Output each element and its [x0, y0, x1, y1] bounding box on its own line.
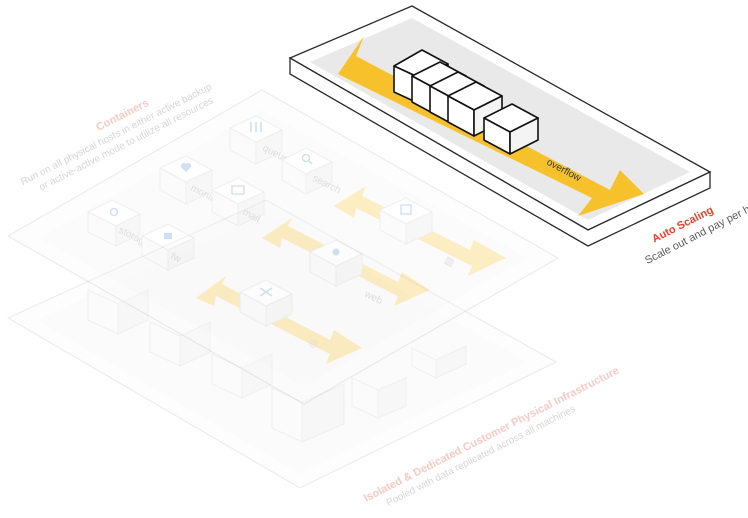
- physical-host: [211, 353, 273, 399]
- service-block-mail: mail: [210, 177, 266, 227]
- auto-scaling-layer: overflow: [288, 5, 712, 247]
- containers-inner-plate: [38, 110, 528, 386]
- gear-icon: [332, 248, 340, 256]
- lock-icon: [164, 233, 172, 239]
- magnifier-icon: [301, 153, 313, 165]
- container-block-new: [483, 103, 539, 155]
- heart-icon: [180, 163, 192, 172]
- physical-host: [87, 289, 149, 335]
- bars-icon: [250, 122, 262, 132]
- overflow-arrow: [338, 36, 644, 216]
- service-block-db: [378, 197, 434, 245]
- service-block-lb: [238, 279, 294, 327]
- distribution-arrow: [334, 186, 506, 276]
- physical-hosts: [87, 289, 467, 443]
- storage-icon: [109, 207, 119, 217]
- distribution-arrow: [196, 276, 362, 364]
- service-label: ▥: [443, 255, 456, 269]
- physical-host: [411, 345, 467, 379]
- physical-host: [271, 383, 345, 443]
- infrastructure-layer: [6, 199, 558, 489]
- auto-scaling-plate-edge: [289, 56, 711, 247]
- containers-plate: [6, 89, 560, 405]
- distribution-arrow: [262, 218, 430, 306]
- envelope-icon: [231, 185, 245, 195]
- physical-host: [149, 321, 211, 367]
- infrastructure-plate: [6, 199, 558, 489]
- containers-layer: ◎ ▥ storage monitor queue: [6, 89, 560, 405]
- infrastructure-inner-plate: [36, 214, 528, 474]
- distribution-arrows: [196, 186, 506, 364]
- physical-host: [351, 377, 407, 419]
- database-icon: [400, 204, 412, 215]
- network-icon: [259, 287, 273, 297]
- service-block-fw: fw: [140, 223, 196, 271]
